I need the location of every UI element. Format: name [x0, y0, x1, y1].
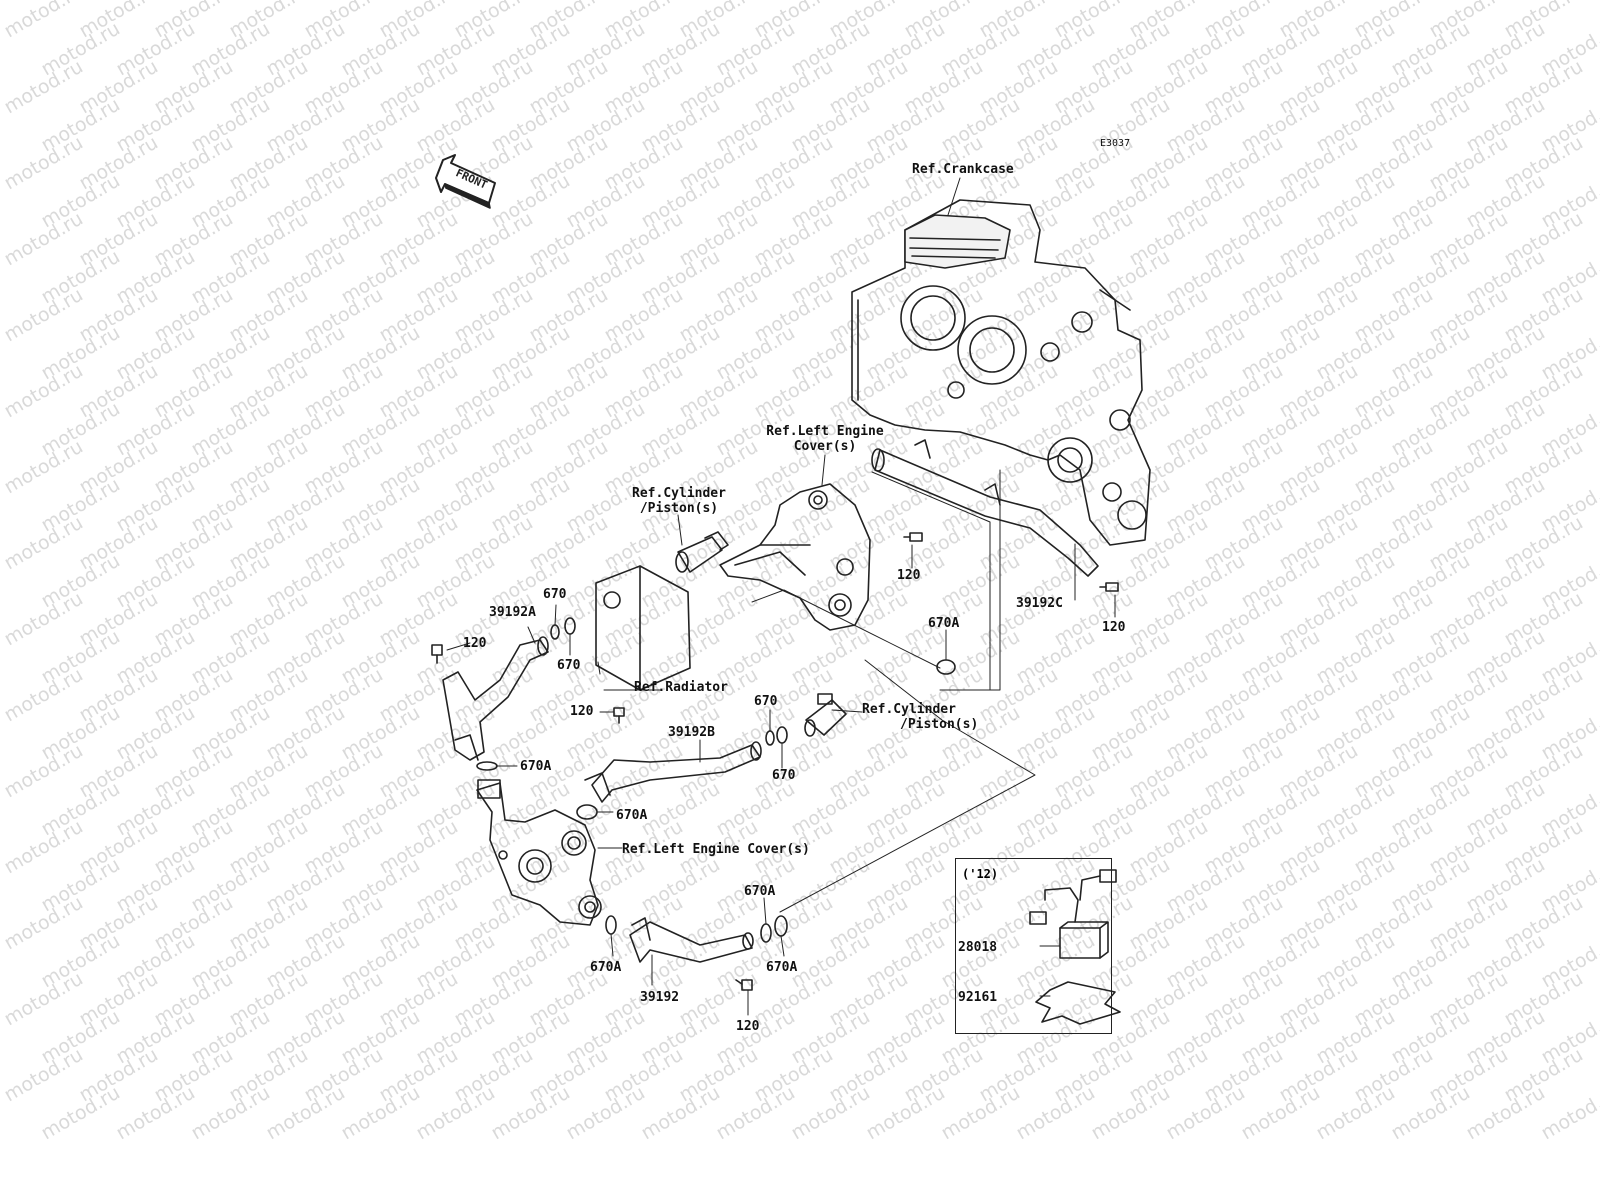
o-ring-icons	[476, 617, 956, 943]
part-28018: 28018	[958, 940, 998, 955]
left-engine-cover-lower	[476, 779, 602, 926]
crankcase-drawing	[851, 199, 1151, 546]
part-39192A: 39192A	[489, 605, 536, 620]
part-670A-bot3: 670A	[766, 960, 798, 975]
ref-cylinder-piston-mid-line1: Ref.Cylinder	[862, 702, 956, 717]
front-arrow-icon	[435, 154, 496, 209]
left-engine-cover-upper	[719, 483, 871, 631]
ref-left-engine-cover-top-label: Ref.Left Engine Cover(s)	[750, 424, 900, 454]
part-92161: 92161	[958, 990, 998, 1005]
bolt-icons	[431, 532, 1119, 991]
part-670-b: 670	[557, 658, 581, 673]
ref-left-engine-cover-bottom-label: Ref.Left Engine Cover(s)	[622, 842, 810, 857]
ref-radiator-label: Ref.Radiator	[634, 680, 728, 695]
part-670A-left: 670A	[520, 759, 552, 774]
part-120-bottom: 120	[736, 1019, 760, 1034]
part-39192: 39192	[640, 990, 680, 1005]
part-120-left: 120	[463, 636, 487, 651]
ref-left-engine-cover-top-line2: Cover(s)	[793, 439, 857, 454]
ref-cylinder-piston-top-line1: Ref.Cylinder	[632, 486, 726, 501]
diagram-code: E3037	[1100, 138, 1131, 149]
part-120-mid: 120	[570, 704, 594, 719]
part-670A-bot1: 670A	[744, 884, 776, 899]
ref-left-engine-cover-top-line1: Ref.Left Engine	[766, 424, 884, 439]
part-670-c: 670	[754, 694, 778, 709]
tube-39192	[629, 917, 754, 963]
part-39192B: 39192B	[668, 725, 715, 740]
cylinder-fitting-top	[675, 531, 729, 573]
part-120-top: 120	[897, 568, 921, 583]
part-39192C: 39192C	[1016, 596, 1063, 611]
leader-lines	[446, 177, 1116, 1016]
ref-cylinder-piston-mid-line2: /Piston(s)	[900, 717, 979, 732]
ref-cylinder-piston-mid-label: Ref.Cylinder /Piston(s)	[862, 702, 978, 732]
tube-39192C	[871, 439, 1099, 577]
part-670A-top: 670A	[928, 616, 960, 631]
part-670-a: 670	[543, 587, 567, 602]
part-670-d: 670	[772, 768, 796, 783]
radiator-gasket	[595, 565, 691, 691]
ref-cylinder-piston-top-label: Ref.Cylinder /Piston(s)	[614, 486, 744, 516]
part-670A-bot2: 670A	[590, 960, 622, 975]
tube-39192A	[442, 636, 549, 761]
inset-box-2012: ('12)	[955, 858, 1112, 1034]
tube-39192B	[584, 741, 762, 803]
cylinder-fitting-mid	[804, 693, 847, 737]
inset-title: ('12)	[962, 867, 999, 881]
part-670A-mid: 670A	[616, 808, 648, 823]
part-120-right: 120	[1102, 620, 1126, 635]
ref-cylinder-piston-top-line2: /Piston(s)	[639, 501, 719, 516]
inset-module-drawing	[1029, 869, 1121, 1025]
ref-crankcase-label: Ref.Crankcase	[912, 162, 1014, 177]
